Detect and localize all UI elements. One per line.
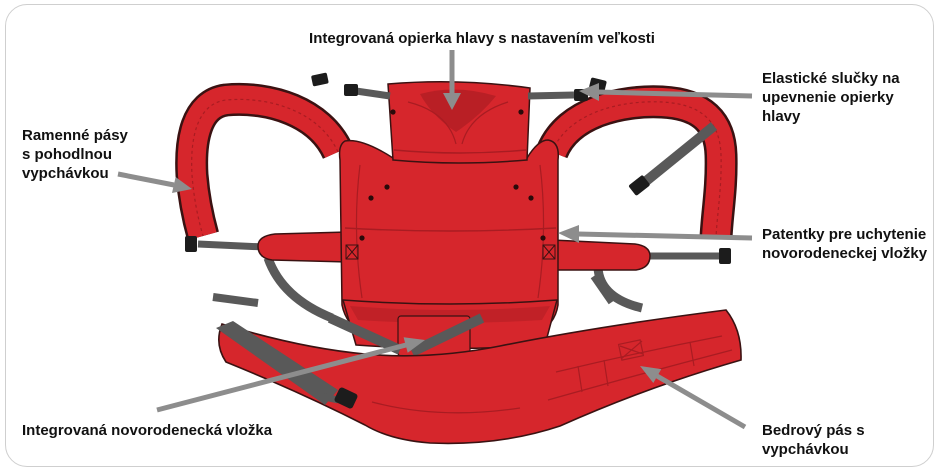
- shoulder-straps-arrow: [118, 174, 192, 193]
- headrest-arrow: [443, 50, 461, 110]
- hip-belt-arrow-shaft: [657, 376, 745, 427]
- hip-belt-arrow: [640, 366, 745, 427]
- newborn-insert-arrow-shaft: [157, 345, 406, 410]
- elastic-loops-arrow-head: [579, 83, 599, 101]
- elastic-loops-arrow-shaft: [598, 92, 752, 96]
- newborn-insert-arrow: [157, 337, 425, 410]
- snaps-arrow-head: [558, 225, 579, 243]
- headrest-arrow-head: [443, 93, 461, 110]
- hip-belt-arrow-head: [640, 366, 661, 383]
- elastic-loops-arrow: [579, 83, 752, 101]
- snaps-arrow-shaft: [578, 234, 752, 238]
- shoulder-straps-arrow-shaft: [118, 174, 174, 185]
- newborn-insert-arrow-head: [404, 337, 425, 353]
- shoulder-straps-arrow-head: [172, 177, 192, 193]
- snaps-arrow: [558, 225, 752, 243]
